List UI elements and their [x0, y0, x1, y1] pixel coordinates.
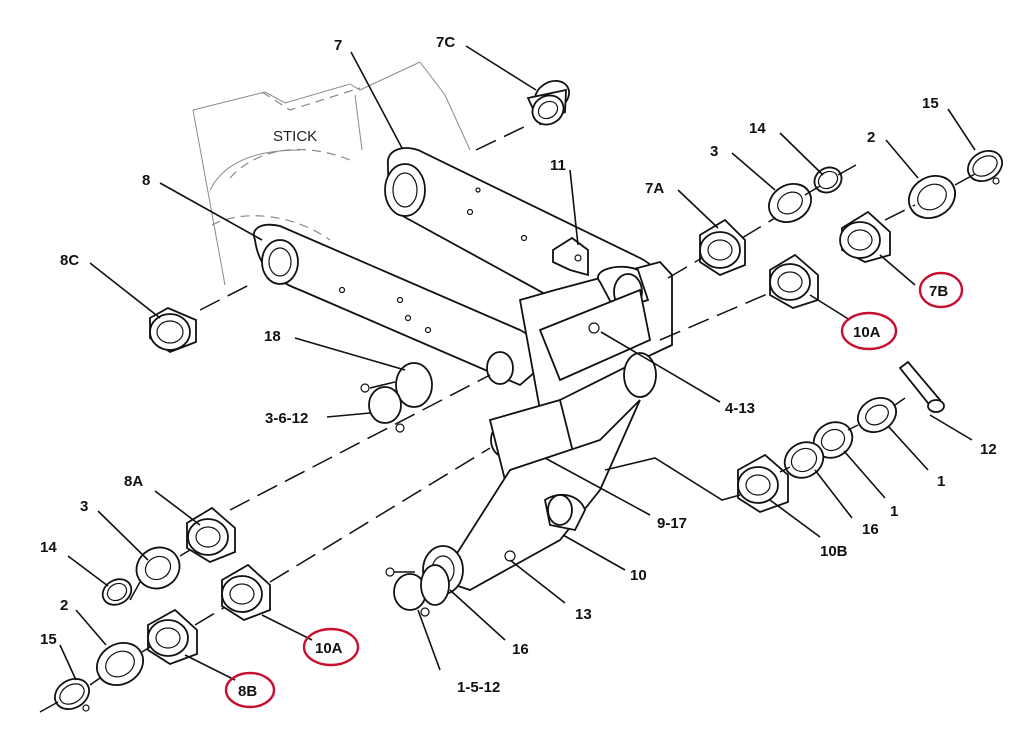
label-10a-bottom: 10A — [315, 640, 343, 657]
stick-label: STICK — [273, 128, 317, 145]
label-16-bottom: 16 — [512, 641, 529, 658]
label-8c: 8C — [60, 252, 79, 269]
label-2-left: 2 — [60, 597, 68, 614]
stick-ghost-outline — [192, 61, 471, 286]
label-7c: 7C — [436, 34, 455, 51]
label-1-a: 1 — [937, 473, 945, 490]
label-8: 8 — [142, 172, 150, 189]
label-4-13: 4-13 — [725, 400, 755, 417]
label-18: 18 — [264, 328, 281, 345]
lower-link-8 — [253, 223, 541, 387]
seal-16-right — [783, 441, 825, 479]
spring-pin-12 — [898, 360, 945, 413]
center-housing — [486, 260, 673, 482]
bushing-8b — [147, 608, 198, 665]
bushing-7c — [526, 80, 570, 126]
leader-lines — [59, 45, 976, 681]
part-labels: 7 7C 14 15 3 2 7A 11 8 8C 7B 10A 18 4-13… — [40, 34, 997, 700]
bushing-10a-top — [769, 253, 819, 309]
bushing-8a — [186, 506, 236, 564]
label-3-top: 3 — [710, 143, 718, 160]
bushing-7a — [699, 218, 746, 277]
label-15-top: 15 — [922, 95, 939, 112]
pin-assembly-1-5-12 — [385, 564, 450, 617]
highlight-7b — [918, 271, 964, 309]
label-10a-top: 10A — [853, 324, 881, 341]
shim-2-left — [96, 642, 144, 686]
label-8b: 8B — [238, 683, 257, 700]
highlight-10a-top — [840, 311, 898, 351]
shim-1-outer — [857, 397, 897, 433]
bushing-10b — [737, 453, 789, 513]
label-7b: 7B — [929, 283, 948, 300]
label-10b: 10B — [820, 543, 848, 560]
pin-assembly-3-6-12 — [360, 362, 433, 433]
highlight-markers — [224, 271, 964, 709]
label-14-left: 14 — [40, 539, 57, 556]
bushing-8c — [149, 306, 197, 354]
shim-2-top — [908, 175, 956, 219]
bushing-7b — [839, 210, 891, 263]
label-14-top: 14 — [749, 120, 766, 137]
label-11: 11 — [550, 157, 566, 174]
label-15-left: 15 — [40, 631, 57, 648]
snap-ring-14-left — [101, 578, 133, 606]
label-7: 7 — [334, 37, 342, 54]
shim-3-top — [768, 183, 812, 223]
label-3-left: 3 — [80, 498, 88, 515]
highlight-10a-bottom — [302, 627, 360, 667]
shim-3-left — [135, 546, 181, 590]
label-7a: 7A — [645, 180, 664, 197]
label-2-top: 2 — [867, 129, 875, 146]
label-1-b: 1 — [890, 503, 898, 520]
label-16-right: 16 — [862, 521, 879, 538]
snap-ring-15-top — [967, 150, 1003, 185]
center-lines — [39, 124, 976, 713]
label-8a: 8A — [124, 473, 143, 490]
snap-ring-15-left — [54, 678, 90, 712]
bushing-10a-bottom — [221, 563, 271, 622]
group-leader-10b — [604, 457, 741, 501]
label-12: 12 — [980, 441, 997, 458]
label-9-17: 9-17 — [657, 515, 687, 532]
label-10: 10 — [630, 567, 647, 584]
highlight-8b — [224, 671, 276, 709]
label-1-5-12: 1-5-12 — [457, 679, 500, 696]
label-3-6-12: 3-6-12 — [265, 410, 308, 427]
label-13: 13 — [575, 606, 592, 623]
shim-1-inner — [812, 421, 854, 459]
bracket-11 — [552, 236, 589, 277]
